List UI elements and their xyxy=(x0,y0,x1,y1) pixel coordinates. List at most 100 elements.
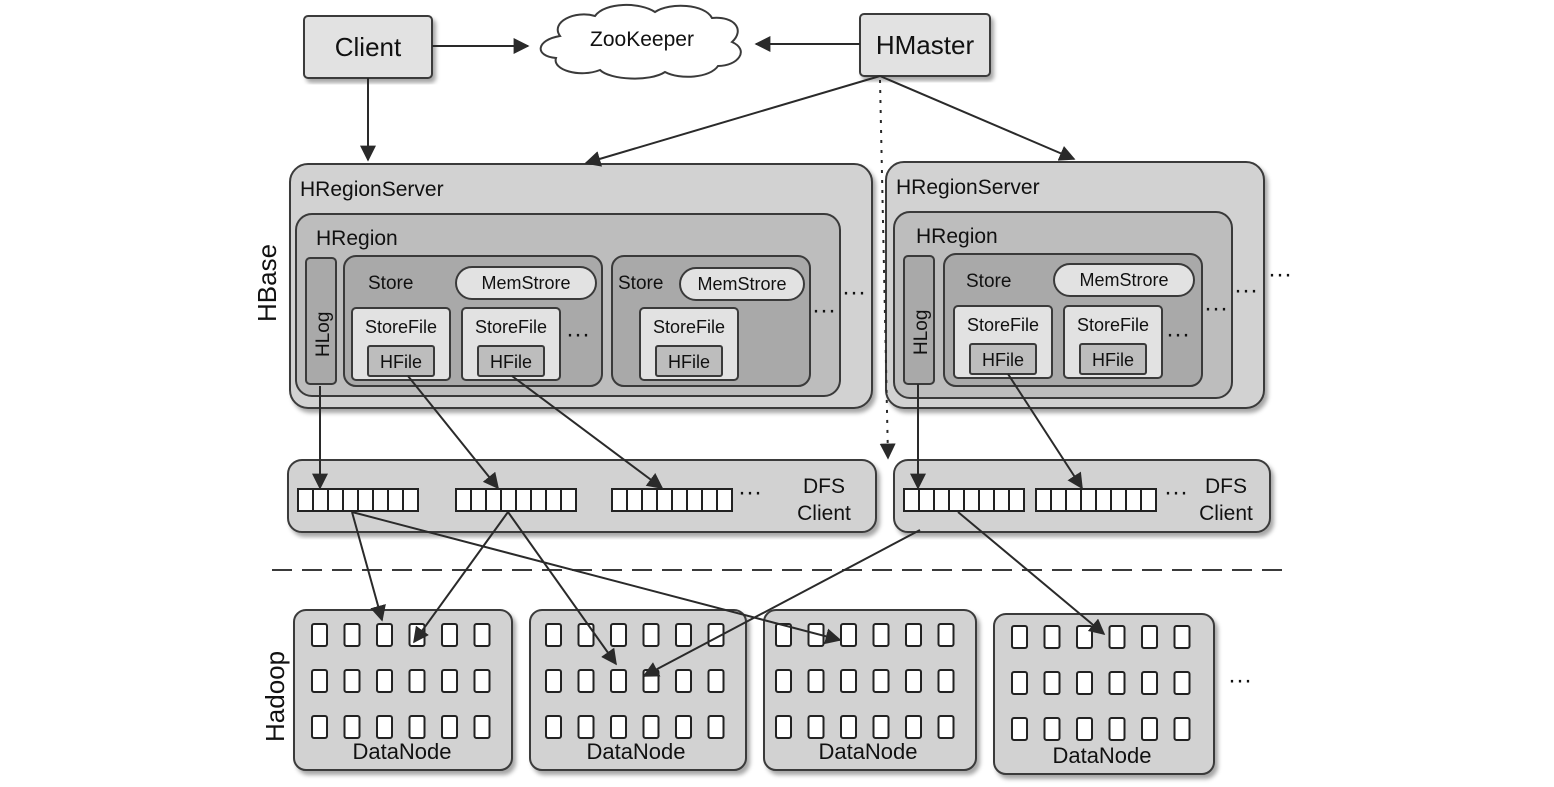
datanode-4-block-3-4 xyxy=(1108,717,1126,741)
store-1b: Store MemStrore StoreFile HFile xyxy=(611,255,811,387)
hfile-1a1 xyxy=(367,345,435,377)
hfile-1b1-label: HFile xyxy=(668,352,710,372)
hfile-1a2 xyxy=(477,345,545,377)
datanode-1-block-1-4 xyxy=(408,623,426,647)
edge-hmaster-hregionserver-2 xyxy=(879,75,1076,161)
hregion-1-label: HRegion xyxy=(316,227,398,250)
dfs-2a-block-6 xyxy=(978,488,995,512)
datanode-4-block-1-2 xyxy=(1043,625,1061,649)
dfs-2a-block-7 xyxy=(993,488,1010,512)
datanode-4-block-2-1 xyxy=(1011,671,1028,695)
datanode-1-block-1-2 xyxy=(343,623,361,647)
datanode-3-block-1-4 xyxy=(872,623,890,647)
datanode-3-block-2-6 xyxy=(937,669,955,693)
datanode-3-block-3-1 xyxy=(775,715,792,739)
datanode-4-block-2-3 xyxy=(1076,671,1093,695)
datanode-1-block-1-1 xyxy=(311,623,328,647)
dfs-1b-block-8 xyxy=(560,488,577,512)
client-label: Client xyxy=(335,32,402,62)
datanode-2-block-1-2 xyxy=(577,623,595,647)
dfs-client-1-blocks xyxy=(297,488,733,512)
dfs-1b-block-7 xyxy=(545,488,562,512)
dfs-1c-block-1 xyxy=(611,488,628,512)
dfs-1a-block-5 xyxy=(357,488,374,512)
datanode-3-block-2-3 xyxy=(840,669,857,693)
hregion-2-label: HRegion xyxy=(916,225,998,248)
dfs-1a-block-3 xyxy=(327,488,344,512)
datanode-1-label: DataNode xyxy=(352,739,451,764)
datanode-1-block-3-6 xyxy=(473,715,491,739)
datanode-3-block-3-6 xyxy=(937,715,955,739)
datanode-3-blocks xyxy=(775,623,955,739)
datanode-2-block-3-4 xyxy=(642,715,660,739)
dfs-2a-block-5 xyxy=(963,488,980,512)
dfs-2b-block-3 xyxy=(1065,488,1082,512)
datanode-3-block-3-5 xyxy=(905,715,922,739)
datanode-1-block-1-6 xyxy=(473,623,491,647)
hregionserver-2-label: HRegionServer xyxy=(896,176,1040,199)
dfs-client-2-ellipsis: ··· xyxy=(1164,479,1188,506)
datanode-4-block-1-1 xyxy=(1011,625,1028,649)
memstore-2a-label: MemStrore xyxy=(1079,270,1168,290)
datanode-3-block-3-2 xyxy=(807,715,825,739)
datanode-2-block-1-3 xyxy=(610,623,627,647)
dfs-client-1-ellipsis: ··· xyxy=(738,479,762,506)
zookeeper-label: ZooKeeper xyxy=(590,28,694,51)
dfs-2b-block-1 xyxy=(1035,488,1052,512)
datanode-4-block-3-1 xyxy=(1011,717,1028,741)
datanode-4-block-1-5 xyxy=(1141,625,1158,649)
datanode-4-block-3-2 xyxy=(1043,717,1061,741)
datanode-1-block-1-5 xyxy=(441,623,458,647)
datanode-2-block-3-5 xyxy=(675,715,692,739)
datanode-1-block-2-6 xyxy=(473,669,491,693)
storefile-1b1-label: StoreFile xyxy=(653,317,725,337)
hfile-2a2 xyxy=(1079,343,1147,375)
dfs-1c-block-2 xyxy=(626,488,643,512)
store-1-ellipsis: ··· xyxy=(812,297,836,324)
zookeeper-cloud-icon xyxy=(539,3,742,80)
datanode-2-block-2-3 xyxy=(610,669,627,693)
hregionserver-ellipsis: ··· xyxy=(1268,261,1292,288)
memstore-1b-label: MemStrore xyxy=(697,274,786,294)
store-1b-label: Store xyxy=(618,273,663,294)
datanode-2-block-2-5 xyxy=(675,669,692,693)
dfs-1b-block-2 xyxy=(470,488,487,512)
hregion-2: HRegion HLog Store MemStrore StoreFile H… xyxy=(893,211,1233,399)
store-1a-label: Store xyxy=(368,273,413,294)
edge-dfs-1b-datanode-1 xyxy=(413,511,509,644)
datanode-4-blocks xyxy=(1011,625,1191,741)
hregion-2-ellipsis: ··· xyxy=(1234,277,1258,304)
edge-hfile-1a2-dfs xyxy=(511,375,664,489)
dfs-1a-block-2 xyxy=(312,488,329,512)
memstore-1a-label: MemStrore xyxy=(481,273,570,293)
hfile-1a2-label: HFile xyxy=(490,352,532,372)
storefile-1a-ellipsis: ··· xyxy=(566,321,590,348)
datanode-1-block-1-3 xyxy=(376,623,393,647)
hlog-1: HLog xyxy=(305,257,337,385)
datanode-ellipsis: ··· xyxy=(1228,667,1252,694)
hfile-2a1-label: HFile xyxy=(982,350,1024,370)
datanode-2: DataNode xyxy=(529,609,747,771)
dfs-1c-block-8 xyxy=(716,488,733,512)
datanode-3-block-2-5 xyxy=(905,669,922,693)
datanode-2-label: DataNode xyxy=(586,739,685,764)
dfs-client-1-label-line1: DFS xyxy=(803,475,845,498)
datanode-4-block-3-5 xyxy=(1141,717,1158,741)
hregionserver-2: HRegionServer HRegion HLog Store MemStro… xyxy=(885,161,1265,409)
dfs-1b-block-3 xyxy=(485,488,502,512)
dfs-2b-block-7 xyxy=(1125,488,1142,512)
datanode-4-block-1-6 xyxy=(1173,625,1191,649)
datanode-1-block-2-1 xyxy=(311,669,328,693)
edge-dfs-2a-datanode-4 xyxy=(957,511,1106,636)
dfs-2b-block-4 xyxy=(1080,488,1097,512)
store-2a-label: Store xyxy=(966,271,1011,292)
edge-dfs-1a-datanode-1 xyxy=(351,511,386,622)
hbase-layer-label: HBase xyxy=(252,244,282,322)
datanode-1: DataNode xyxy=(293,609,513,771)
store-1a: Store MemStrore StoreFile HFile StoreFil… xyxy=(343,255,603,387)
memstore-1a xyxy=(455,266,597,300)
datanode-1-block-3-3 xyxy=(376,715,393,739)
datanode-1-block-2-4 xyxy=(408,669,426,693)
datanode-1-block-2-5 xyxy=(441,669,458,693)
datanode-2-block-3-1 xyxy=(545,715,562,739)
